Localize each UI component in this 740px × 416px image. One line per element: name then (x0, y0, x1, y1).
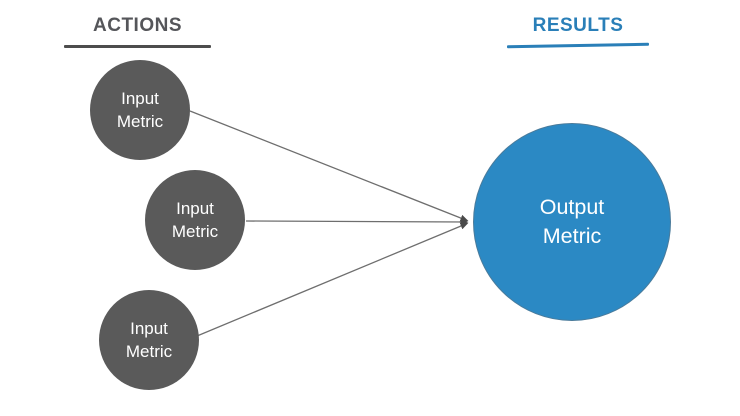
arrow-input3-to-output (196, 222, 469, 337)
input-metric-label-2: Input Metric (171, 199, 219, 241)
input-metric-label-3: Input Metric (125, 319, 173, 361)
input-metric-circle-3: Input Metric (99, 290, 199, 390)
arrow-input2-to-output (245, 218, 469, 226)
results-heading: RESULTS (532, 15, 624, 36)
output-metric-circle: Output Metric (473, 123, 671, 321)
actions-heading: ACTIONS (93, 15, 182, 36)
actions-heading-underline (64, 45, 211, 48)
input-metric-circle-1: Input Metric (90, 60, 190, 160)
output-metric-label: Output Metric (539, 195, 605, 248)
input-metric-label-1: Input Metric (116, 89, 164, 131)
input-metric-circle-2: Input Metric (145, 170, 245, 270)
arrow-input1-to-output (189, 110, 469, 222)
